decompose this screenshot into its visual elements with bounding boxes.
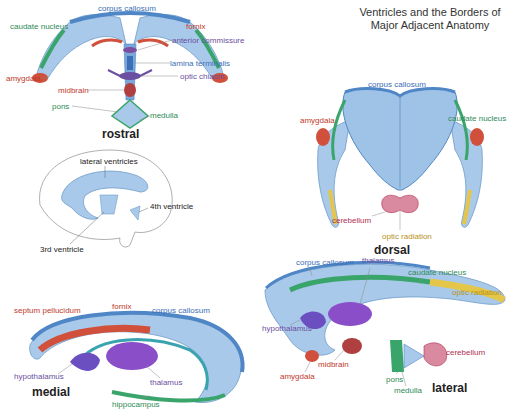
thalamus [106,342,158,370]
part-label: medulla [394,386,422,395]
part-label: amygdala [300,116,335,125]
part-label: midbrain [58,86,89,95]
midbrain [124,83,136,97]
anterior-commissure [123,47,137,53]
part-label: pons [386,375,403,384]
dorsal-view [316,88,484,230]
part-label: cerebellum [332,216,371,225]
lateral-ventricle [134,15,223,81]
part-label: fornix [186,22,206,31]
view-label: lateral [432,382,467,395]
part-label: optic radiation [382,232,432,241]
cerebellum [424,343,447,366]
part-label: caudate nucleus [448,114,506,123]
part-label: septum pellucidum [14,306,81,315]
leader-line [58,364,160,398]
caudate-nucleus [41,30,64,68]
part-label: corpus callosum [368,80,426,89]
part-label: pons [52,102,69,111]
leader-line [372,210,400,230]
leader-line [70,166,148,244]
part-label: fornix [112,302,132,311]
part-label: corpus callosum [152,306,210,315]
pons [390,340,404,372]
overview-view [40,150,173,247]
part-label: amygdala [6,74,41,83]
caudate-nucleus [455,100,467,160]
view-label: dorsal [374,244,410,257]
optic-nerve [108,70,152,76]
part-label: optic radiation [452,288,502,297]
lateral-ventricle [265,264,505,355]
caudate-nucleus [333,100,345,160]
ventricle-body [343,88,457,190]
part-label: 3rd ventricle [40,245,84,254]
midbrain [342,338,362,354]
brain-outline [40,150,173,247]
part-label: optic chiasm [180,72,224,81]
optic-radiation [430,282,504,300]
part-label: amygdala [280,372,315,381]
view-label: rostral [102,128,139,141]
septum-line [400,96,401,188]
caudate-nucleus [290,277,430,290]
part-label: cerebellum [446,348,485,357]
fornix [80,340,207,390]
part-label: corpus callosum [296,258,354,267]
amygdala [316,128,330,146]
hippocampus [112,392,225,401]
corpus-callosum [70,13,190,22]
lamina-terminalis [127,56,133,70]
leader-line [290,268,440,386]
amygdala [470,128,484,146]
leader-line [40,40,178,120]
part-label: hippocampus [112,400,160,409]
thalamus [328,302,372,326]
fourth-ventricle [404,344,424,368]
part-label: anterior commissure [172,36,244,45]
part-label: medulla [150,111,178,120]
part-label: corpus callosum [98,4,156,13]
part-label: lamina terminalis [170,59,230,68]
lateral-ventricle [30,312,242,402]
part-label: 4th ventricle [150,202,193,211]
hypothalamus [70,353,100,371]
view-label: medial [32,386,70,399]
part-label: hypothalamus [14,372,64,381]
part-label: caudate nucleus [408,268,466,277]
title: Ventricles and the Borders of Major Adja… [350,6,510,32]
part-label: thalamus [150,378,182,387]
optic-chiasm [119,72,141,80]
corpus-callosum [345,89,455,96]
medial-view [30,312,243,402]
third-ventricle [100,195,118,214]
fourth-ventricle [112,100,148,128]
fourth-ventricle [130,206,140,220]
amygdala [305,350,319,362]
part-label: midbrain [318,360,349,369]
part-label: lateral ventricles [80,157,138,166]
lateral-ventricle [62,171,148,219]
corpus-callosum [32,313,243,372]
part-label: thalamus [362,256,394,265]
part-label: caudate nucleus [10,22,68,31]
part-label: hypothalamus [262,324,312,333]
